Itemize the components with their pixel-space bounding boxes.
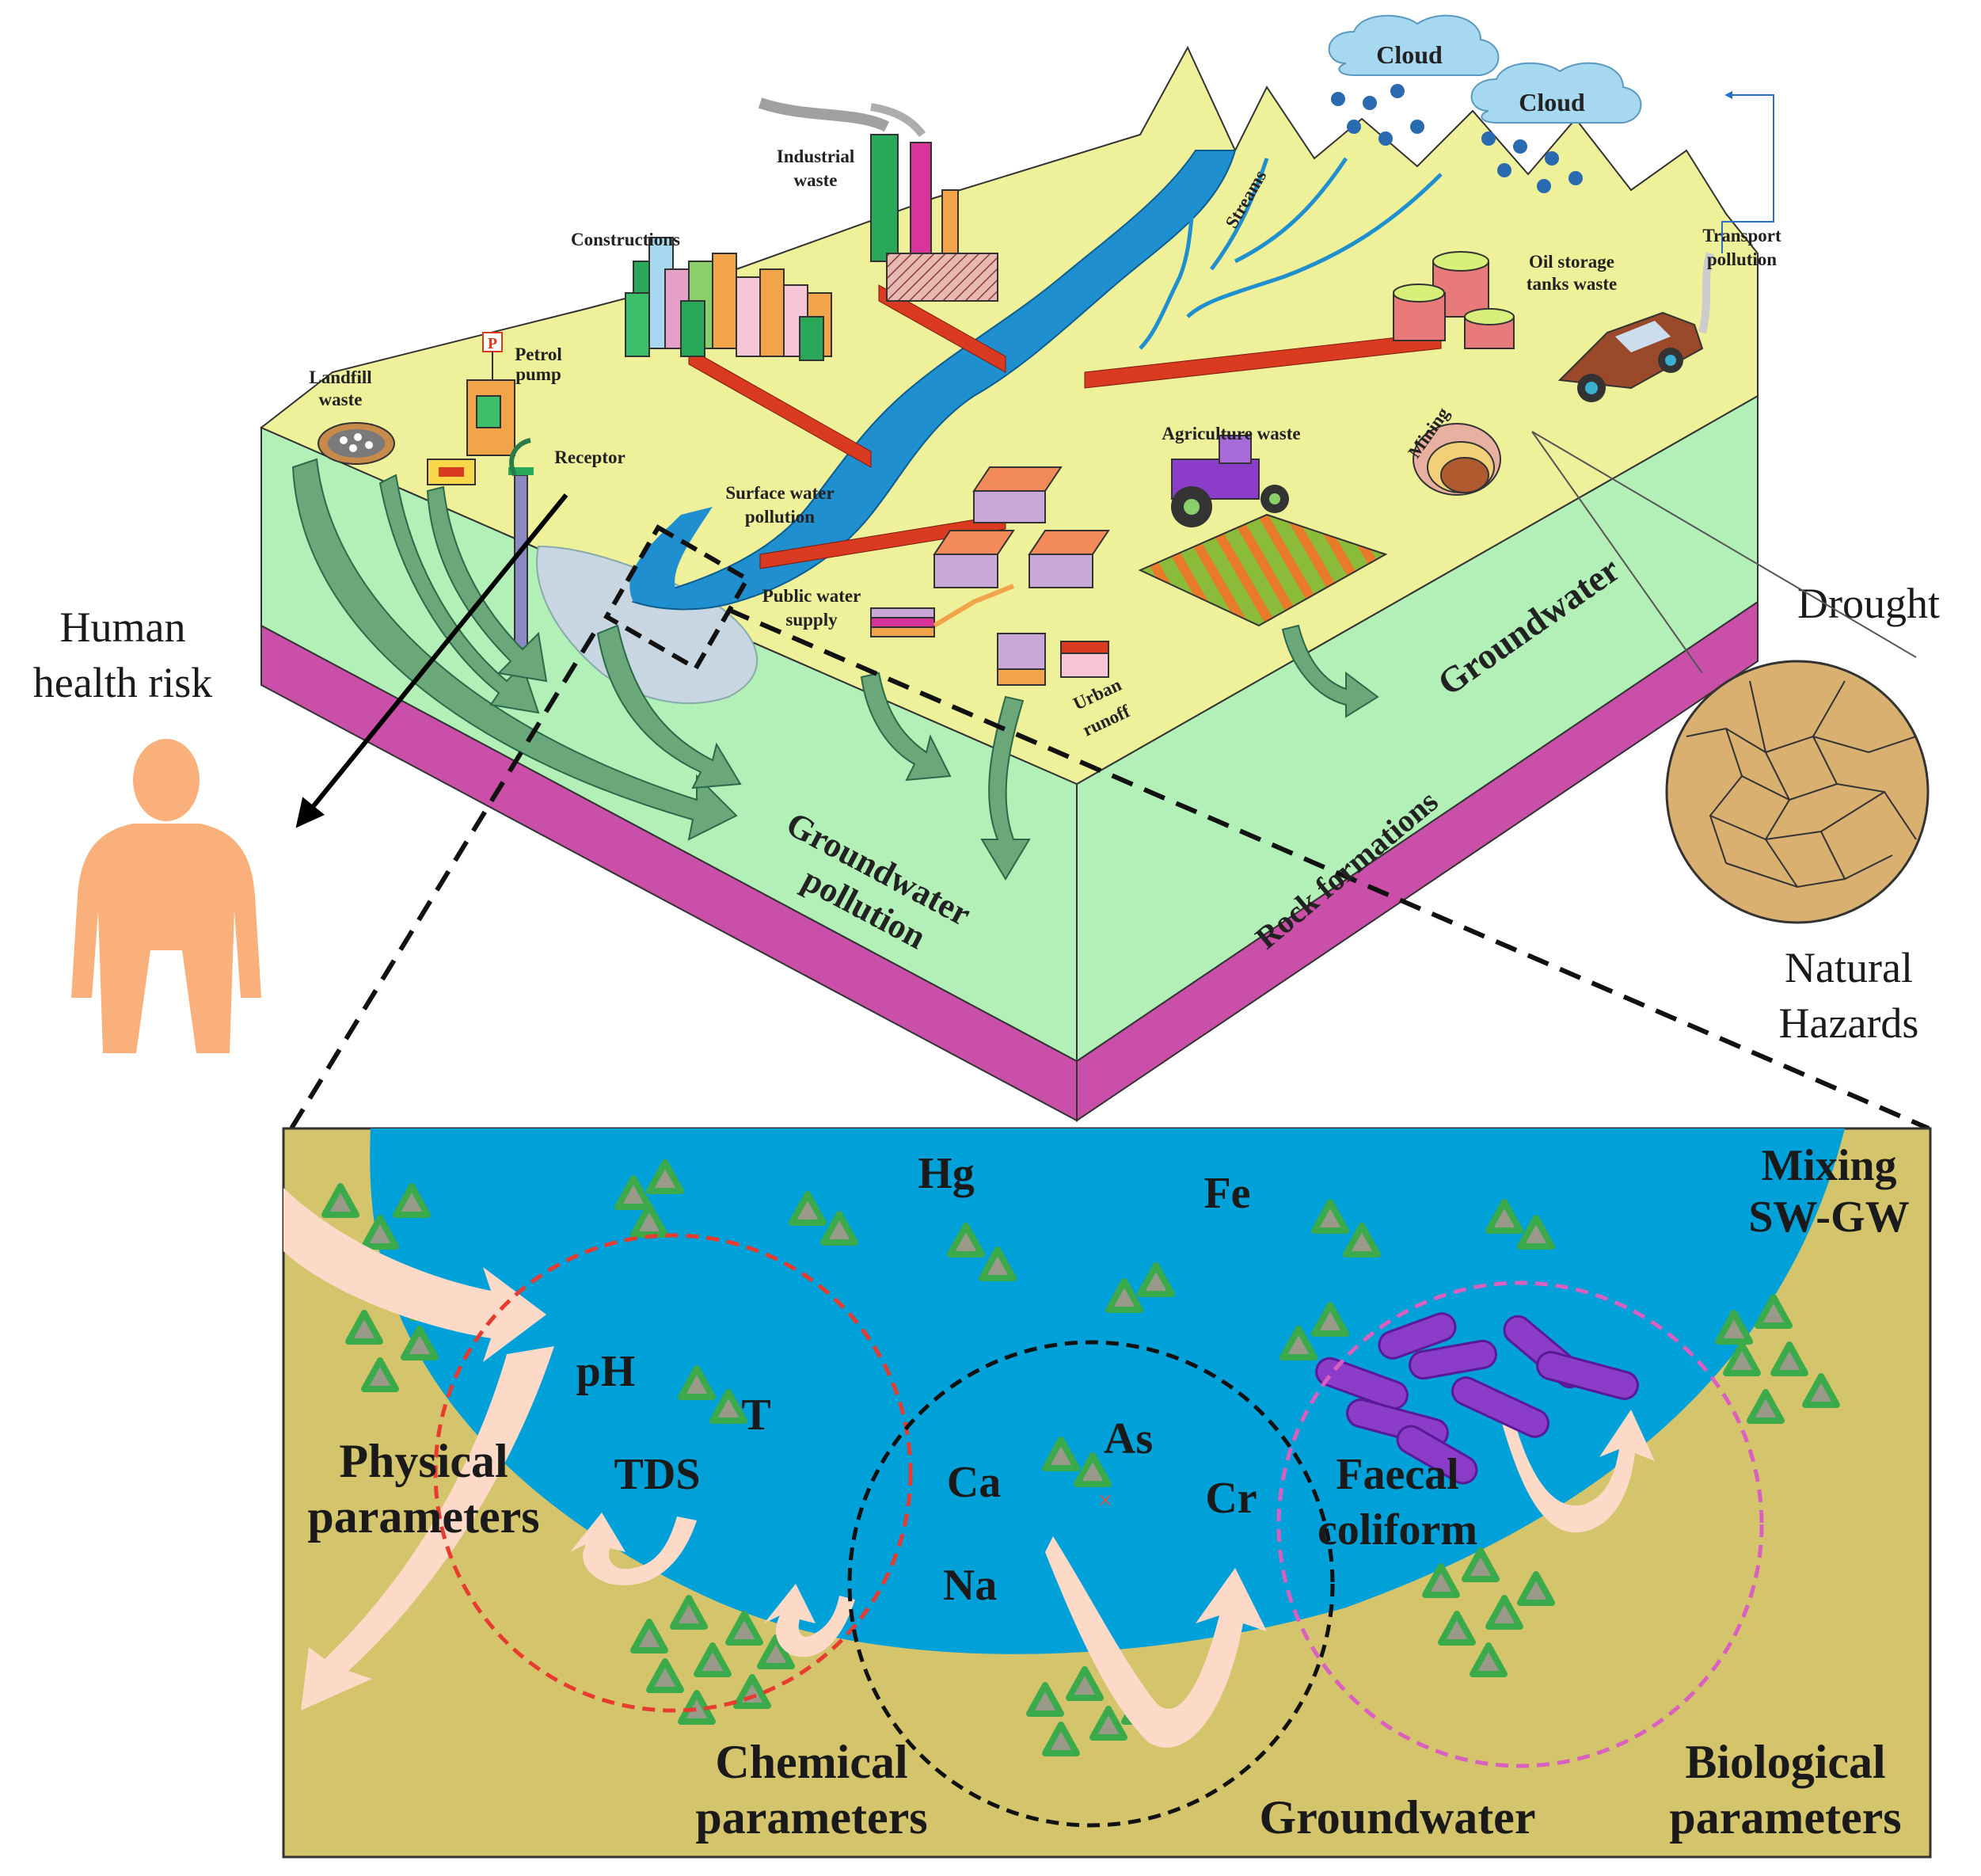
rain-drop-icon: [1331, 84, 1583, 193]
human-health-risk: Human health risk: [33, 603, 261, 1053]
physical-circle: [433, 1233, 913, 1713]
physical-label-2: parameters: [307, 1490, 539, 1543]
receptor-arrow: [295, 493, 568, 828]
factory-icon: [758, 97, 998, 302]
cr-label: Cr: [1205, 1474, 1257, 1523]
river: [630, 150, 1237, 611]
transport-pollution-arrow: [1721, 91, 1774, 253]
zoom-water: [370, 1128, 1845, 1654]
landfill-icon: [317, 422, 395, 465]
public-water-label-2: supply: [785, 610, 838, 630]
farm-field: [1138, 513, 1388, 627]
petrol-pump-label-2: pump: [515, 364, 561, 384]
human-health-label-1: Human: [60, 603, 186, 651]
constructions-label: Constructions: [571, 230, 680, 249]
zoom-panel: × Hg Fe Mixing SW-GW pH T TDS As Ca Cr N…: [282, 1127, 1932, 1859]
pump-sign-label: P: [488, 335, 497, 352]
water-supply-icon: [870, 584, 1015, 637]
drought-pointer-2: [1531, 431, 1917, 658]
tractor-icon: [1171, 435, 1289, 527]
surface-water-label-2: pollution: [745, 507, 815, 527]
fe-label: Fe: [1203, 1169, 1250, 1218]
natural-hazards-label-2: Hazards: [1779, 999, 1919, 1047]
bacteria-icon: [1315, 1312, 1639, 1485]
chemical-label-2: parameters: [695, 1791, 927, 1844]
na-label: Na: [943, 1561, 997, 1610]
t-label: T: [741, 1391, 770, 1440]
drought-pointer-1: [1531, 431, 1703, 674]
oil-tank-icon: [1393, 251, 1515, 349]
human-health-label-2: health risk: [33, 659, 212, 706]
flow-arrows: [283, 1188, 1655, 1748]
ca-label: Ca: [947, 1458, 1001, 1507]
zoom-line-left: [289, 632, 596, 1130]
house-icon: [933, 466, 1110, 588]
as-label: As: [1104, 1414, 1153, 1463]
mixing-label-1: Mixing: [1761, 1141, 1896, 1190]
landscape-block: P: [260, 14, 1930, 1131]
urban-box-icon: [997, 633, 1109, 686]
transport-pollution-label-1: Transport: [1702, 226, 1781, 245]
receptor-label: Receptor: [554, 447, 625, 467]
oil-storage-label-2: tanks waste: [1527, 274, 1617, 294]
public-water-label-1: Public water: [762, 586, 861, 606]
cracked-soil-icon: [1665, 660, 1930, 924]
ph-label: pH: [576, 1347, 636, 1396]
cloud-icon: [1328, 14, 1642, 124]
tds-label: TDS: [614, 1450, 701, 1499]
streams: [1139, 157, 1443, 350]
biological-circle: [1276, 1280, 1764, 1768]
natural-hazards: Drought Natural Hazards: [1531, 431, 1940, 1047]
biological-label-2: parameters: [1669, 1791, 1901, 1844]
transport-pollution-label-2: pollution: [1707, 249, 1777, 269]
waste-pipes: [688, 284, 1442, 569]
chemical-circle: [847, 1340, 1335, 1828]
physical-label-1: Physical: [339, 1435, 508, 1487]
agriculture-waste-label: Agriculture waste: [1162, 424, 1300, 443]
building-icon: [625, 237, 832, 361]
infiltration-arrows: [291, 458, 1379, 881]
natural-hazards-label-1: Natural: [1785, 944, 1913, 991]
river-lower: [629, 507, 713, 602]
zoom-focus-box: [603, 524, 751, 672]
cloud-2-label: Cloud: [1519, 88, 1585, 116]
zoom-line-right: [727, 607, 1930, 1131]
groundwater-zoom-label: Groundwater: [1260, 1791, 1536, 1844]
surface-water-label-1: Surface water: [725, 483, 834, 503]
drought-label: Drought: [1797, 580, 1940, 627]
human-icon: [71, 739, 261, 1053]
industrial-waste-label-2: waste: [794, 170, 838, 190]
cloud-1-label: Cloud: [1376, 40, 1443, 69]
car-icon: [1557, 252, 1714, 402]
faecal-label-1: Faecal: [1336, 1450, 1458, 1499]
oil-storage-label-1: Oil storage: [1529, 252, 1614, 272]
mixing-label-2: SW-GW: [1748, 1193, 1909, 1242]
petrol-pump-label-1: Petrol: [515, 344, 562, 364]
mine-icon: [1413, 423, 1501, 496]
industrial-waste-label-1: Industrial: [777, 147, 854, 166]
chemical-center-mark: ×: [1098, 1486, 1112, 1514]
biological-label-1: Biological: [1685, 1736, 1885, 1788]
petrol-pump-icon: P: [427, 332, 515, 485]
faecal-label-2: coliform: [1317, 1505, 1477, 1554]
landfill-label-2: waste: [319, 390, 363, 409]
landfill-label-1: Landfill: [309, 367, 371, 387]
chemical-label-1: Chemical: [715, 1736, 907, 1788]
hg-label: Hg: [918, 1149, 975, 1198]
